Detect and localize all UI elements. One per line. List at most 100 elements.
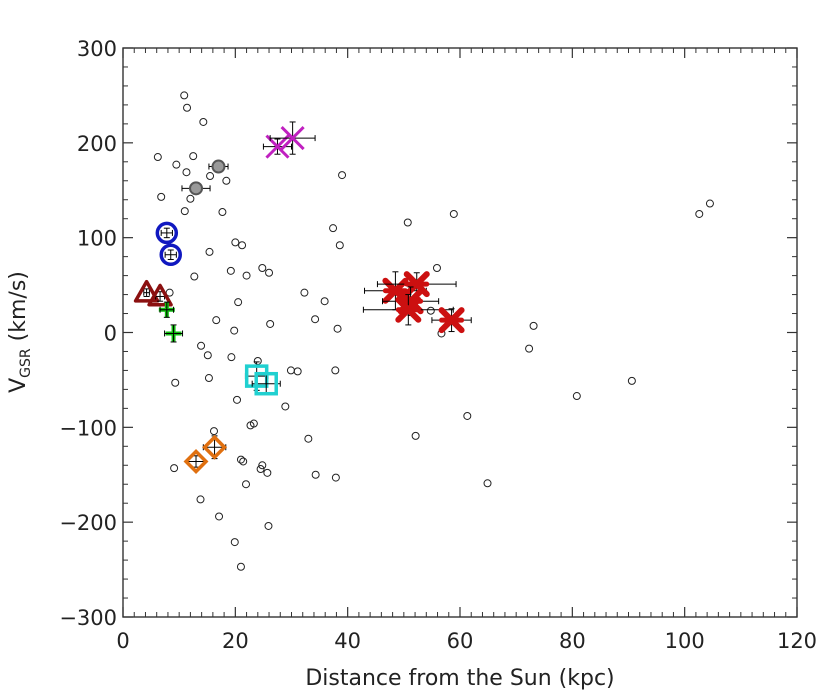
data-point bbox=[190, 272, 199, 281]
y-tick-label: 200 bbox=[77, 132, 117, 156]
x-tick-label: 40 bbox=[334, 629, 361, 653]
y-tick-label: −100 bbox=[59, 416, 117, 440]
circle-marker-blue bbox=[159, 243, 182, 266]
diamond-marker bbox=[183, 448, 209, 474]
data-point bbox=[234, 298, 243, 307]
data-point bbox=[705, 199, 714, 208]
circle-marker-blue bbox=[155, 221, 179, 245]
data-point bbox=[205, 247, 214, 256]
cross-marker-magenta bbox=[265, 134, 290, 159]
x-tick-label: 80 bbox=[559, 629, 586, 653]
data-point bbox=[483, 479, 492, 488]
data-point bbox=[215, 512, 224, 521]
y-tick-label: 0 bbox=[104, 322, 117, 346]
data-point bbox=[199, 117, 208, 126]
data-point bbox=[180, 91, 189, 100]
data-point bbox=[525, 344, 534, 353]
data-point bbox=[265, 268, 274, 277]
data-point bbox=[180, 207, 189, 216]
data-point bbox=[236, 455, 245, 464]
data-point bbox=[432, 264, 441, 273]
data-point bbox=[157, 192, 166, 201]
data-point bbox=[236, 562, 245, 571]
data-point bbox=[239, 457, 248, 466]
data-point bbox=[230, 326, 239, 335]
data-point bbox=[449, 209, 458, 218]
x-tick-label: 60 bbox=[447, 629, 474, 653]
data-point bbox=[231, 238, 240, 247]
data-point bbox=[209, 427, 218, 436]
data-point bbox=[426, 306, 435, 315]
data-point bbox=[203, 351, 212, 360]
data-point bbox=[463, 411, 472, 420]
x-tick-label: 20 bbox=[222, 629, 249, 653]
data-point bbox=[258, 264, 267, 273]
data-point bbox=[258, 461, 267, 470]
data-point bbox=[186, 194, 195, 203]
data-point bbox=[204, 374, 213, 383]
data-point bbox=[230, 538, 239, 547]
data-point bbox=[242, 480, 251, 489]
data-point bbox=[529, 321, 538, 330]
data-point bbox=[286, 366, 295, 375]
data-point bbox=[403, 218, 412, 227]
data-point bbox=[222, 176, 231, 185]
data-point bbox=[171, 378, 180, 387]
data-point bbox=[196, 495, 205, 504]
data-point bbox=[238, 241, 247, 250]
y-tick-label: −300 bbox=[59, 606, 117, 630]
data-point bbox=[172, 160, 181, 169]
data-point bbox=[333, 324, 342, 333]
cross-marker-magenta bbox=[280, 126, 305, 151]
data-point bbox=[627, 376, 636, 385]
data-point bbox=[183, 103, 192, 112]
data-point bbox=[206, 172, 215, 181]
square-marker bbox=[254, 371, 278, 396]
y-tick-label: −200 bbox=[59, 511, 117, 535]
circle-marker-gray bbox=[189, 181, 204, 196]
data-point bbox=[411, 431, 420, 440]
data-point bbox=[170, 464, 179, 473]
data-point bbox=[256, 465, 265, 474]
x-axis-label: Distance from the Sun (kpc) bbox=[305, 666, 614, 691]
data-point bbox=[304, 434, 313, 443]
data-point bbox=[197, 341, 206, 350]
data-point bbox=[264, 521, 273, 530]
x-tick-label: 0 bbox=[116, 629, 129, 653]
data-point bbox=[242, 271, 251, 280]
data-point bbox=[335, 241, 344, 250]
circle-marker-gray bbox=[211, 159, 226, 174]
data-point bbox=[266, 319, 275, 328]
data-point bbox=[281, 402, 290, 411]
x-tick-label: 100 bbox=[665, 629, 705, 653]
data-point bbox=[212, 316, 221, 325]
data-point bbox=[300, 288, 309, 297]
data-point bbox=[331, 473, 340, 482]
data-point bbox=[320, 297, 329, 306]
data-point bbox=[233, 395, 242, 404]
data-point bbox=[293, 367, 302, 376]
data-point bbox=[253, 356, 262, 365]
triangle-marker bbox=[147, 283, 173, 307]
triangle-marker bbox=[133, 279, 160, 303]
y-axis-label: VGSR (km/s) bbox=[6, 271, 34, 393]
data-point bbox=[246, 421, 255, 430]
data-point bbox=[311, 470, 320, 479]
data-point bbox=[329, 224, 338, 233]
x-tick-label: 120 bbox=[777, 629, 817, 653]
data-point bbox=[218, 208, 227, 217]
data-point bbox=[226, 266, 235, 275]
data-point bbox=[338, 171, 347, 180]
data-point bbox=[311, 315, 320, 324]
data-point bbox=[695, 209, 704, 218]
data-point bbox=[182, 168, 191, 177]
highlighted-groups bbox=[133, 121, 472, 474]
data-point bbox=[227, 353, 236, 362]
data-point bbox=[153, 153, 162, 162]
background-points bbox=[153, 91, 714, 571]
data-point bbox=[263, 468, 272, 477]
data-point bbox=[572, 392, 581, 401]
y-tick-label: 100 bbox=[77, 227, 117, 251]
